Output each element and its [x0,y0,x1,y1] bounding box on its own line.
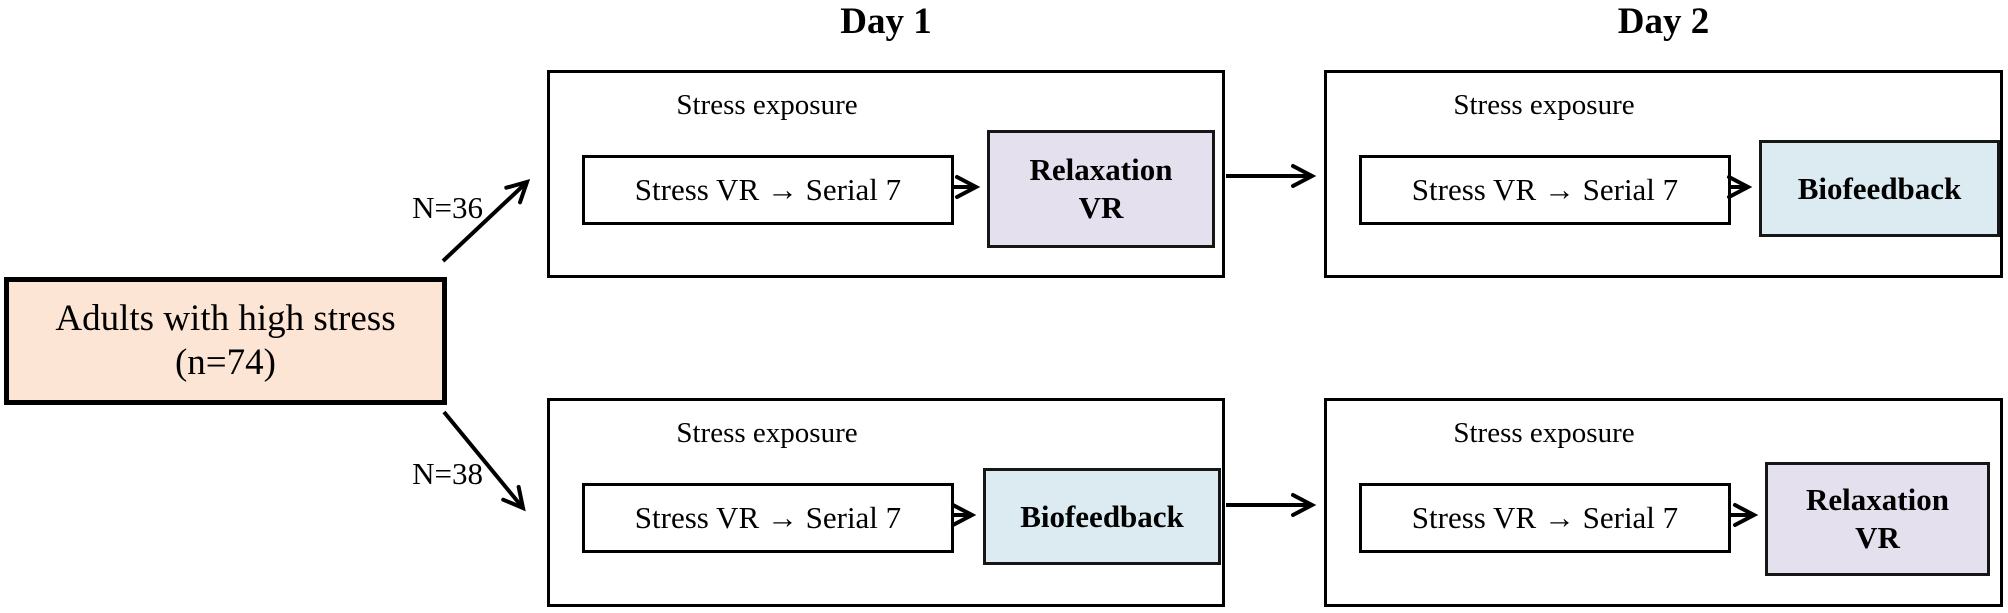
stress-exposure-label: Stress exposure [1453,89,1635,121]
branch-label-n38: N=38 [412,456,483,491]
population-box: Adults with high stress (n=74) [4,277,447,405]
panel-day2-arm2: Stress exposure Stress VR → Serial 7 Rel… [1324,398,2003,607]
task-box: Stress VR → Serial 7 [582,155,954,225]
population-label: Adults with high stress [55,297,396,339]
intervention-box-relaxation-vr: Relaxation VR [1765,462,1990,576]
task-label: Stress VR → Serial 7 [1411,172,1679,207]
task-label: Stress VR → Serial 7 [634,500,902,535]
intervention-label: Relaxation [1029,152,1173,188]
panel-day1-arm2: Stress exposure Stress VR → Serial 7 Bio… [547,398,1225,607]
intervention-box-biofeedback: Biofeedback [1759,140,2000,237]
stress-exposure-label: Stress exposure [676,89,858,121]
task-box: Stress VR → Serial 7 [1359,483,1731,553]
panel-day2-arm1: Stress exposure Stress VR → Serial 7 Bio… [1324,70,2003,278]
task-box: Stress VR → Serial 7 [582,483,954,553]
intervention-box-relaxation-vr: Relaxation VR [987,130,1215,248]
task-label: Stress VR → Serial 7 [634,172,902,207]
stress-exposure-label: Stress exposure [1453,417,1635,449]
intervention-label: Biofeedback [1797,170,1962,206]
intervention-label-line2: VR [1078,190,1124,225]
day2-header: Day 2 [1617,1,1710,42]
day1-header: Day 1 [840,1,932,42]
intervention-label-line2: VR [1855,520,1900,555]
task-box: Stress VR → Serial 7 [1359,155,1731,225]
panel-day1-arm1: Stress exposure Stress VR → Serial 7 Rel… [547,70,1225,278]
intervention-label: Relaxation [1806,482,1949,518]
intervention-label: Biofeedback [1020,498,1184,534]
intervention-box-biofeedback: Biofeedback [983,468,1221,565]
stress-exposure-label: Stress exposure [676,417,858,449]
task-label: Stress VR → Serial 7 [1411,500,1679,535]
population-n: (n=74) [174,342,276,383]
branch-label-n36: N=36 [412,190,483,225]
